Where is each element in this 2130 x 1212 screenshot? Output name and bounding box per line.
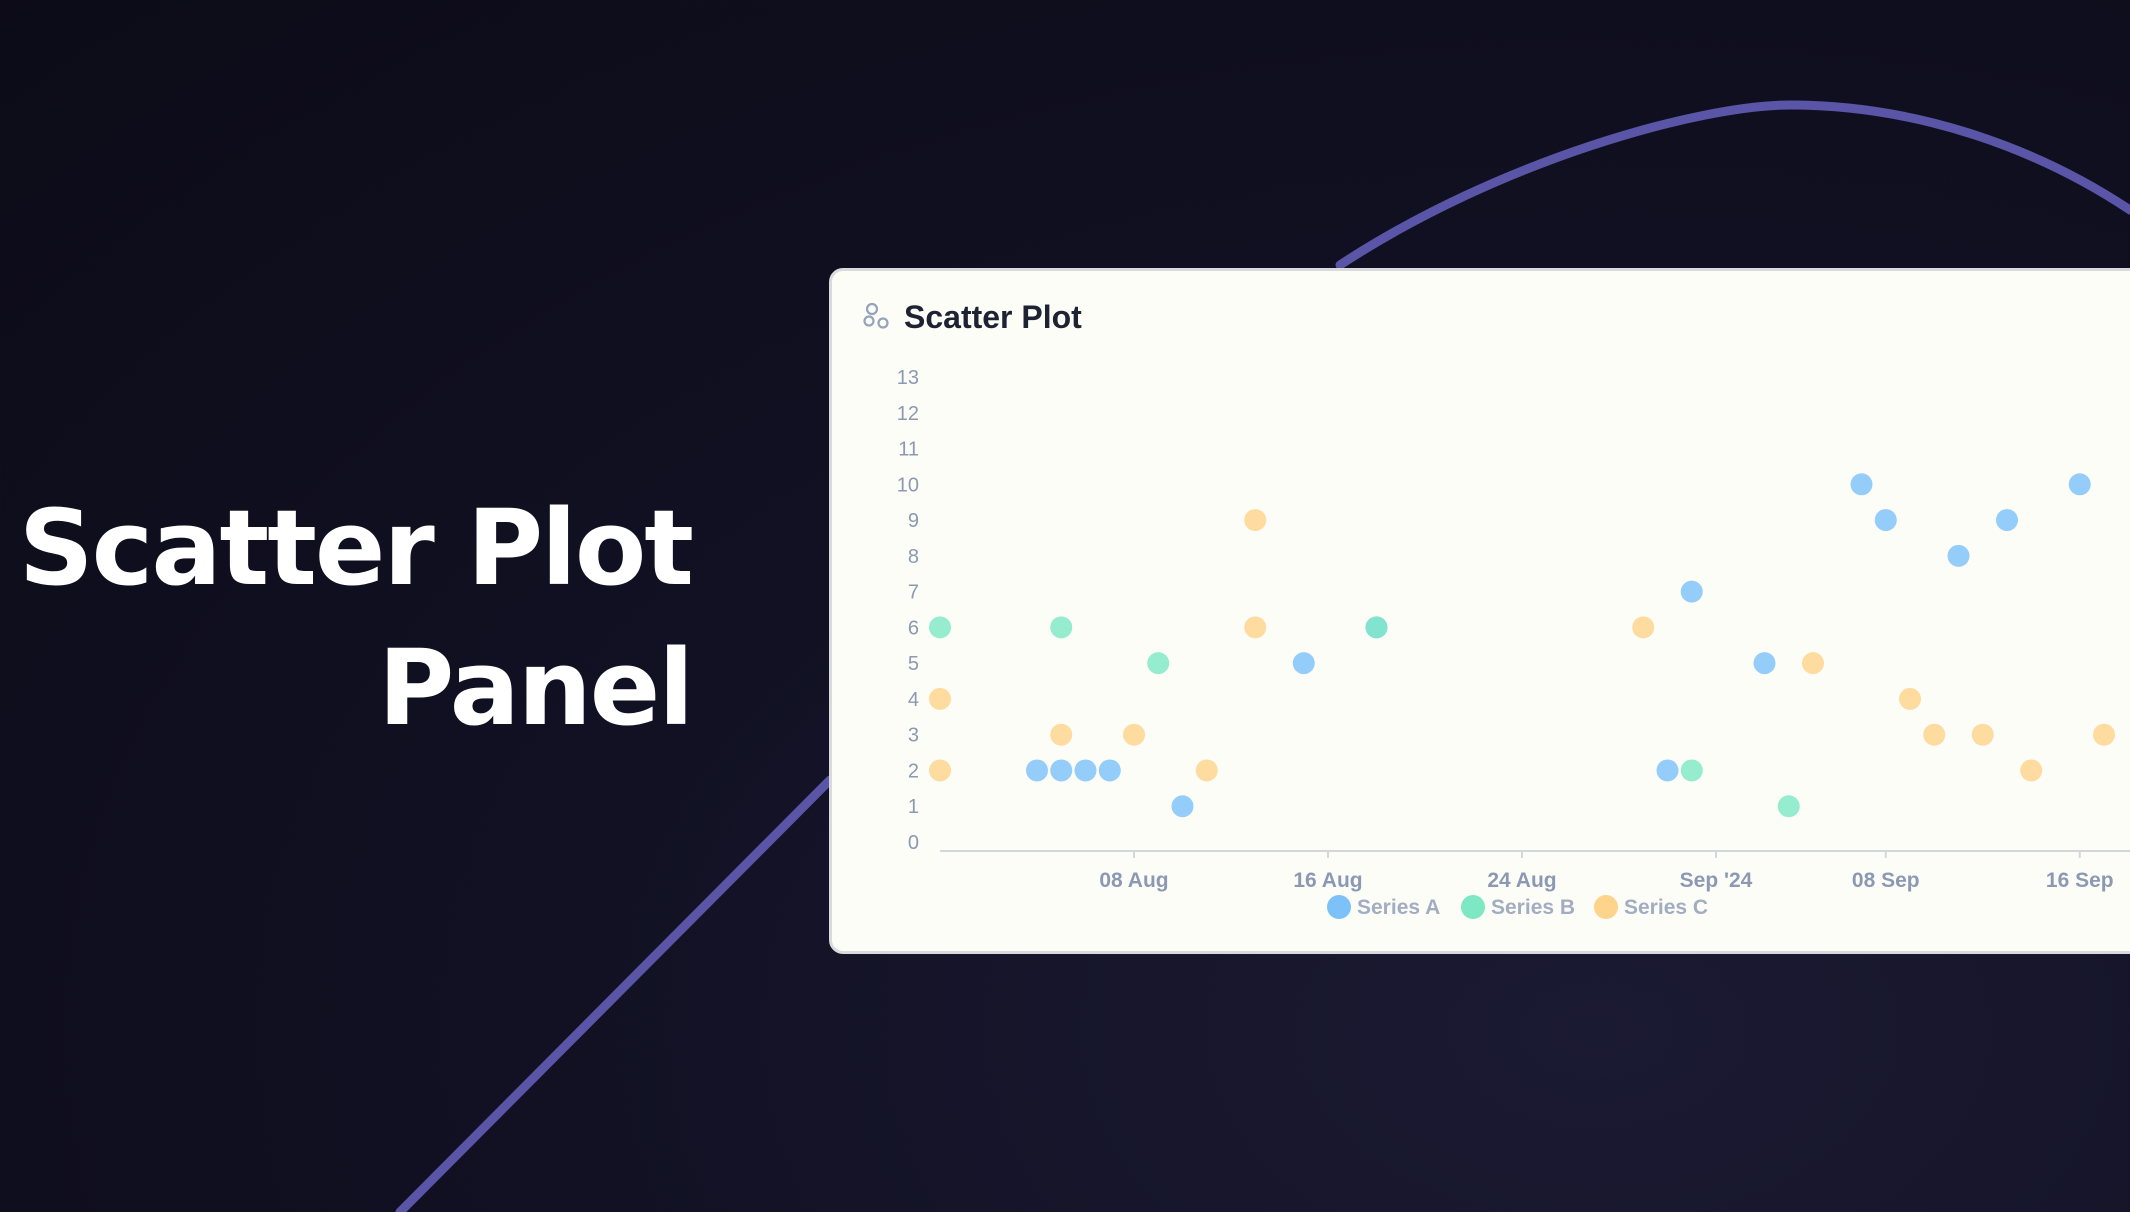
series-b-point <box>1777 795 1800 818</box>
series-c-point <box>1971 723 1994 746</box>
legend-label-c: Series C <box>1624 896 1708 919</box>
series-a-point <box>1753 652 1776 675</box>
x-tick-label: 16 Aug <box>1293 869 1362 892</box>
series-a-point <box>1850 473 1873 496</box>
headline-line-1: Scatter Plot <box>18 487 694 609</box>
x-tick-label: 24 Aug <box>1487 869 1556 892</box>
y-tick-label: 9 <box>908 510 919 532</box>
panel-header: Scatter Plot <box>862 297 1082 337</box>
series-c-point <box>1632 616 1655 639</box>
series-c-point <box>929 759 951 782</box>
series-a-point <box>2068 473 2091 496</box>
series-c-point <box>1899 687 1921 710</box>
series-b-point <box>1147 652 1170 675</box>
series-c-point <box>929 687 951 710</box>
series-b-point <box>1365 616 1388 639</box>
series-a-point <box>1026 759 1048 782</box>
series-c-point <box>1244 509 1267 532</box>
series-a-point <box>1050 759 1073 782</box>
y-tick-label: 8 <box>908 546 919 568</box>
series-a-point <box>1074 759 1097 782</box>
series-b-point <box>1050 616 1073 639</box>
y-tick-label: 1 <box>908 796 919 818</box>
series-c-point <box>1244 616 1267 639</box>
legend-marker-c <box>1594 895 1618 919</box>
y-tick-label: 3 <box>908 725 919 747</box>
y-tick-label: 11 <box>898 439 919 461</box>
y-tick-label: 12 <box>897 403 919 425</box>
x-tick-label: Sep '24 <box>1680 869 1753 892</box>
y-tick-label: 4 <box>908 689 919 711</box>
series-c-point <box>1123 723 1145 746</box>
series-a-point <box>1171 795 1194 818</box>
series-b-point <box>929 616 951 639</box>
series-c-point <box>1050 723 1073 746</box>
x-tick-label: 08 Sep <box>1852 869 1920 892</box>
y-tick-label: 13 <box>897 367 919 389</box>
page-headline: Scatter Plot Panel <box>18 478 694 758</box>
y-tick-label: 5 <box>908 653 919 675</box>
legend-marker-a <box>1327 895 1351 919</box>
x-tick-label: 16 Sep <box>2046 869 2114 892</box>
y-tick-label: 0 <box>908 832 919 854</box>
y-tick-label: 7 <box>908 582 919 604</box>
series-c-point <box>2020 759 2043 782</box>
series-a-point <box>1874 509 1897 532</box>
y-tick-label: 6 <box>908 617 919 639</box>
legend-marker-b <box>1461 895 1485 919</box>
series-a-point <box>1098 759 1121 782</box>
headline-line-2: Panel <box>378 627 694 749</box>
legend-label-b: Series B <box>1491 896 1575 919</box>
series-a-point <box>1656 759 1679 782</box>
series-c-point <box>1195 759 1218 782</box>
legend-label-a: Series A <box>1357 896 1440 919</box>
x-tick-label: 08 Aug <box>1099 869 1168 892</box>
series-a-point <box>1292 652 1315 675</box>
y-tick-label: 2 <box>908 760 919 782</box>
scatter-icon <box>862 300 892 334</box>
series-c-point <box>1802 652 1824 675</box>
y-tick-label: 10 <box>897 474 919 496</box>
series-a-point <box>1680 580 1703 603</box>
series-a-point <box>1996 509 2018 532</box>
panel-title: Scatter Plot <box>904 298 1082 335</box>
series-b-point <box>1680 759 1703 782</box>
series-a-point <box>1947 544 1970 567</box>
series-c-point <box>2093 723 2115 746</box>
series-c-point <box>1923 723 1946 746</box>
